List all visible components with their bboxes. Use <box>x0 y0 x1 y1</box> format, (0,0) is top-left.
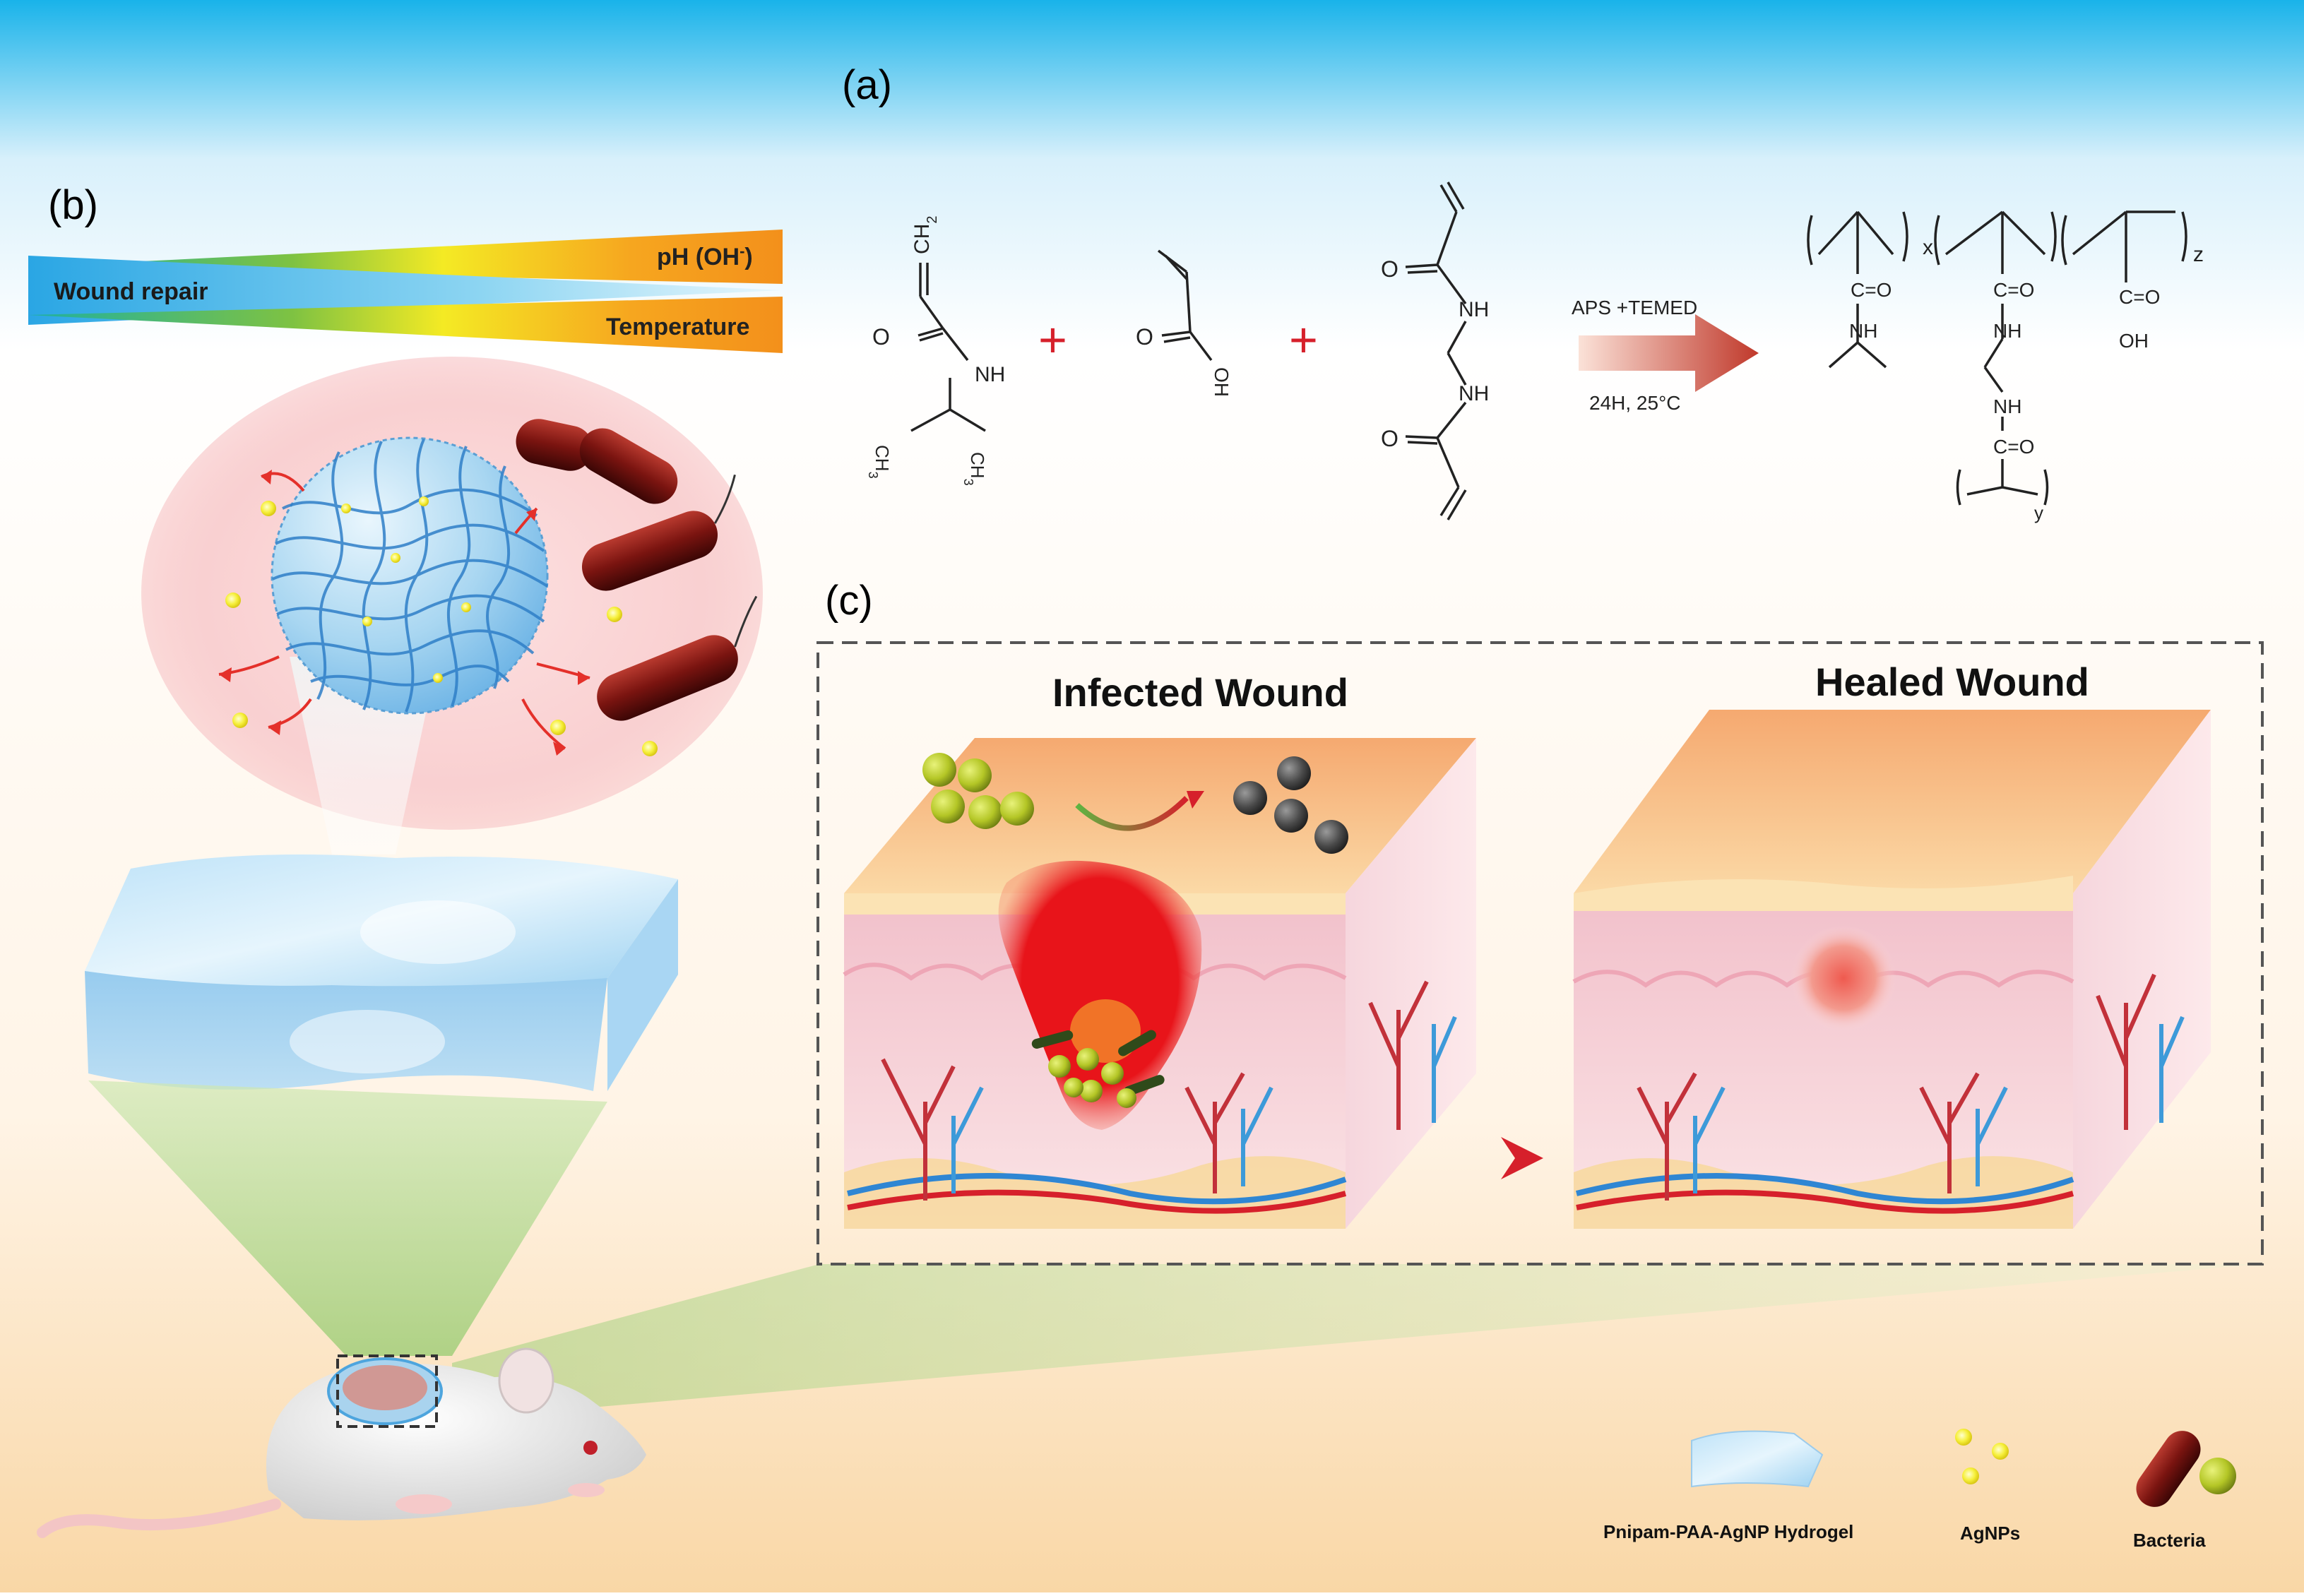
panel-label-a: (a) <box>842 62 892 108</box>
conversion-arrow <box>1075 796 1189 831</box>
bacteria-group <box>516 419 758 721</box>
green-cone-right <box>452 1264 2260 1419</box>
healed-wound-title: Healed Wound <box>1815 660 2089 704</box>
nipam-ch2: CH2 <box>910 216 940 254</box>
temperature-label: Temperature <box>606 314 749 340</box>
legend-hydrogel-label: Pnipam-PAA-AgNP Hydrogel <box>1603 1521 1853 1542</box>
surface-bacteria <box>922 753 1034 829</box>
reaction-labels: CH2 O NH CH3 CH3 + + O OH O NH NH O x z … <box>866 216 2204 523</box>
aa-oh: OH <box>1211 367 1233 397</box>
panel-label-c: (c) <box>825 578 873 624</box>
panel-label-b: (b) <box>48 182 98 228</box>
nipam-molecule <box>910 263 986 432</box>
infected-skin-block <box>843 738 1476 1229</box>
product-z: z <box>2193 243 2204 266</box>
bacterium-1 <box>516 419 593 471</box>
legend-agnps: AgNPs <box>1955 1429 2020 1544</box>
mouse <box>37 1347 646 1538</box>
product-co-1: C=O <box>1851 279 1892 301</box>
sphere-mesh <box>272 439 549 713</box>
bacterium-3 <box>581 474 736 591</box>
mouse-ear <box>498 1347 554 1414</box>
reaction-scheme <box>910 181 2187 520</box>
product-nh-1: NH <box>1849 320 1877 342</box>
bis-nh-top: NH <box>1459 298 1489 321</box>
legend-bacteria: Bacteria <box>2133 1431 2236 1551</box>
bacterium-4 <box>597 595 758 721</box>
acrylic-acid-molecule <box>1157 249 1213 362</box>
aa-o: O <box>1136 324 1153 350</box>
legend-bacteria-label: Bacteria <box>2133 1530 2206 1551</box>
product-y: y <box>2034 502 2043 523</box>
legend: Pnipam-PAA-AgNP Hydrogel AgNPs Bacteria <box>1603 1429 2236 1551</box>
mouse-eye <box>583 1441 598 1455</box>
bis-o-bottom: O <box>1381 426 1399 451</box>
nipam-nh: NH <box>975 363 1005 386</box>
product-co-2: C=O <box>1993 279 2034 301</box>
skin-top-healed <box>1574 710 2211 893</box>
product-x: x <box>1923 236 1933 259</box>
product-co-3: C=O <box>1993 436 2034 458</box>
panel-c-box <box>817 641 2264 1266</box>
nipam-ch3-left: CH3 <box>866 445 893 479</box>
product-polymer <box>1807 210 2187 506</box>
wound-repair-label: Wound repair <box>54 278 208 305</box>
plus-2: + <box>1289 312 1318 367</box>
bacterium-2 <box>579 428 678 504</box>
dead-bacteria <box>1233 756 1348 854</box>
reaction-arrow: APS +TEMED 24H, 25°C <box>1572 297 1759 414</box>
legend-hydrogel: Pnipam-PAA-AgNP Hydrogel <box>1603 1430 1853 1542</box>
product-nh-2: NH <box>1993 320 2021 342</box>
skin-side-infected <box>1346 738 1476 1229</box>
hydrogel-slab <box>85 854 678 1091</box>
legend-agnps-label: AgNPs <box>1960 1523 2020 1544</box>
bis-nh-bottom: NH <box>1459 382 1489 405</box>
release-arrowheads <box>219 470 590 756</box>
wound-bacteria <box>1031 1030 1165 1108</box>
slab-right-face <box>607 879 678 1091</box>
infected-wound-title: Infected Wound <box>1052 670 1348 715</box>
arrow-reagents: APS +TEMED <box>1572 297 1697 318</box>
skin-side-healed <box>2073 710 2211 1229</box>
healed-spot <box>1791 925 1896 1031</box>
patch-dashed-box <box>336 1354 438 1428</box>
product-nh-3: NH <box>1993 395 2021 417</box>
agnp-dots <box>225 496 658 756</box>
transition-arrowhead <box>1501 1137 1543 1179</box>
healed-skin-block <box>1572 710 2211 1229</box>
green-cone-left <box>88 1080 607 1356</box>
mouse-tail <box>37 1499 281 1538</box>
product-oh-4: OH <box>2119 330 2149 352</box>
nipam-ch3-right: CH3 <box>961 452 988 486</box>
wedge-temperature <box>28 297 783 353</box>
gradient-bar: pH (OH-) Wound repair Temperature <box>28 230 783 353</box>
wedge-wound-repair <box>28 256 783 325</box>
product-co-4: C=O <box>2119 286 2160 308</box>
arrow-conditions: 24H, 25°C <box>1589 392 1681 414</box>
nipam-o: O <box>872 324 890 350</box>
magnified-view <box>141 357 763 854</box>
bis-o-top: O <box>1381 256 1399 282</box>
infected-wound-area <box>998 860 1202 1130</box>
ph-label: pH (OH-) <box>657 242 753 271</box>
bis-molecule <box>1405 181 1467 520</box>
hydrogel-sphere <box>271 436 549 715</box>
plus-1: + <box>1038 312 1067 367</box>
